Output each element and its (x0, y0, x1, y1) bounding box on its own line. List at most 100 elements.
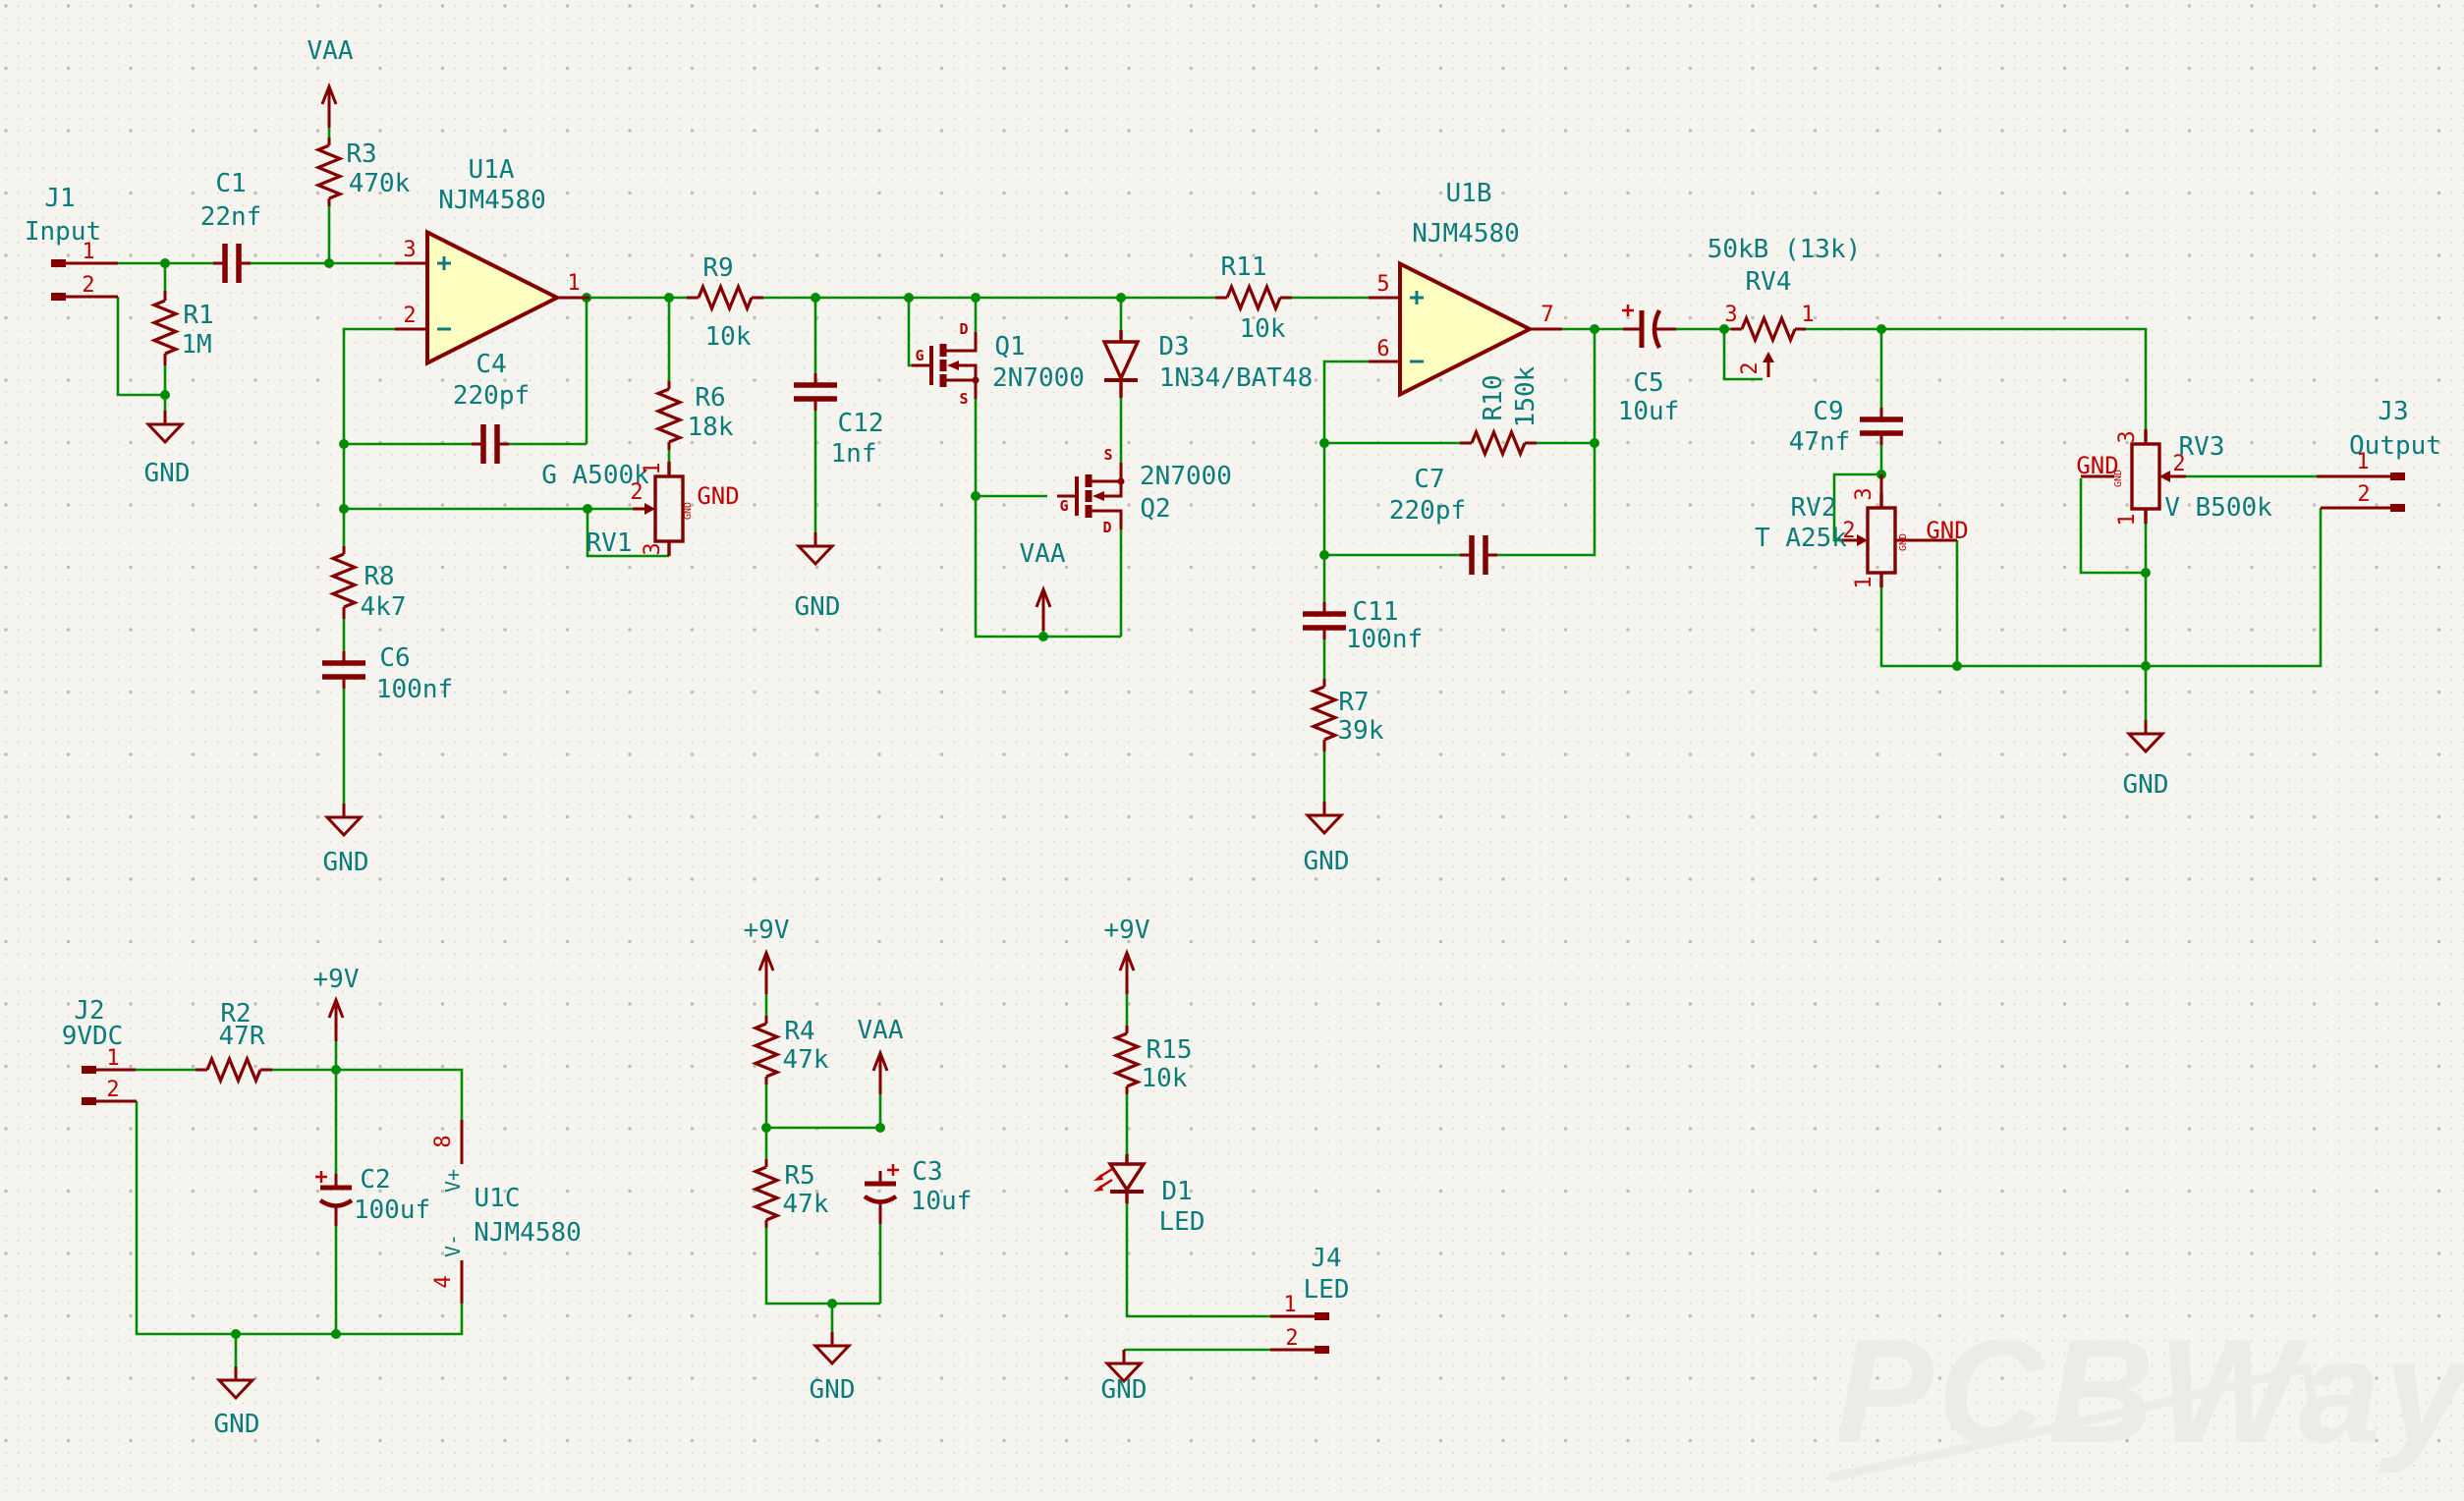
gnd-label: GND (144, 459, 191, 488)
power-vaa-bottom[interactable]: VAA (858, 1016, 904, 1096)
pin-rv3-2: 2 (2172, 452, 2185, 476)
component-q2[interactable]: S G D 2N7000 Q2 (1057, 446, 1232, 536)
gnd-symbol-r7[interactable]: GND (1304, 800, 1350, 876)
component-c9[interactable]: C9 47nf (1789, 397, 1903, 457)
label-c11-value: 100nf (1346, 625, 1423, 654)
component-c2[interactable]: C2 100uf (315, 1165, 430, 1226)
label-rv4-ref: RV4 (1746, 267, 1792, 297)
gnd-label: GND (1304, 847, 1350, 876)
label-r7-ref: R7 (1338, 688, 1369, 717)
pin-j3-1: 1 (2356, 450, 2369, 474)
power-9v-j2[interactable]: +9V (313, 965, 360, 1043)
gnd-symbol-c3[interactable]: GND (810, 1330, 856, 1405)
component-c1[interactable]: C1 22nf (200, 169, 262, 283)
component-r6[interactable]: R6 18k (656, 381, 734, 450)
power-vaa-top[interactable]: VAA (308, 36, 354, 130)
label-u1a-ref: U1A (469, 155, 515, 185)
label-r11-ref: R11 (1221, 252, 1267, 282)
pin-rv4-3: 3 (1724, 303, 1737, 327)
power-9v-r4[interactable]: +9V (744, 916, 790, 996)
label-r2-ref: R2 (220, 999, 251, 1028)
label-c7-value: 220pf (1389, 496, 1466, 526)
pin-j2-2: 2 (106, 1078, 119, 1102)
component-q1[interactable]: D G S Q1 2N7000 (912, 320, 1085, 408)
component-j4[interactable]: J4 LED 1 2 (1270, 1244, 1349, 1354)
label-r15-value: 10k (1142, 1064, 1188, 1093)
component-d1[interactable]: D1 LED (1093, 1154, 1204, 1237)
component-c3[interactable]: C3 10uf (863, 1157, 972, 1224)
component-c5[interactable]: C5 10uf (1618, 305, 1680, 426)
label-rv1-value: G A500k (541, 461, 649, 490)
component-u1b[interactable]: U1B NJM4580 5 6 7 (1369, 179, 1562, 397)
label-u1c-value: NJM4580 (474, 1218, 582, 1248)
gnd-symbol-bus[interactable]: GND (2123, 718, 2169, 800)
component-c11[interactable]: C11 100nf (1303, 597, 1423, 654)
component-c12[interactable]: C12 1nf (794, 373, 883, 469)
pin-u1c-8: 8 (431, 1135, 456, 1147)
pin-rv1-1: 1 (641, 462, 665, 474)
label-c12-value: 1nf (831, 439, 877, 469)
label-c5-ref: C5 (1633, 368, 1663, 398)
pin-j4-1: 1 (1283, 1293, 1296, 1317)
label-j1-ref: J1 (44, 184, 75, 213)
gnd-symbol-r1[interactable]: GND (144, 409, 191, 488)
rv4-wiper-arrow (1763, 352, 1774, 362)
gnd-symbol-c12[interactable]: GND (795, 530, 841, 622)
component-c4[interactable]: C4 220pf (453, 350, 530, 464)
label-d3-value: 1N34/BAT48 (1159, 363, 1314, 393)
label-r7-value: 39k (1338, 716, 1384, 746)
pin-u1b-5: 5 (1376, 272, 1389, 297)
netlabel-gnd-marks: GND (2113, 470, 2124, 487)
component-rv3[interactable]: RV3 V B500k 2 3 1 GND GND (2076, 427, 2272, 527)
gnd-symbol-j4[interactable]: GND (1101, 1348, 1148, 1405)
label-r4-ref: R4 (784, 1017, 814, 1046)
component-u1a[interactable]: U1A NJM4580 3 2 1 (395, 155, 589, 365)
component-rv4[interactable]: 50kB (13k) RV4 3 1 2 (1708, 235, 1862, 377)
label-r4-value: 47k (783, 1045, 829, 1075)
q1-gate-letter: G (915, 347, 924, 364)
watermark-swoosh (1828, 1362, 2318, 1482)
pin-u1a-3: 3 (403, 238, 416, 262)
component-r15[interactable]: R15 10k (1114, 1026, 1192, 1094)
component-r7[interactable]: R7 39k (1312, 679, 1384, 751)
power-9v-r15[interactable]: +9V (1104, 916, 1150, 996)
label-c4-value: 220pf (453, 381, 530, 411)
component-r4[interactable]: R4 47k (754, 1016, 829, 1084)
component-r11[interactable]: R11 10k (1215, 252, 1292, 344)
component-j1[interactable]: J1 Input 1 2 (25, 184, 118, 301)
component-c7[interactable]: C7 220pf (1389, 465, 1497, 575)
component-r3[interactable]: R3 470k (316, 138, 411, 206)
c5-plus-mark (1622, 305, 1634, 316)
gnd-symbol-j2[interactable]: GND (214, 1364, 260, 1439)
component-r8[interactable]: R8 4k7 (331, 546, 406, 622)
power-label: +9V (313, 965, 360, 994)
component-c6[interactable]: C6 100nf (322, 643, 453, 704)
component-r1[interactable]: R1 1M (152, 291, 214, 365)
component-rv2[interactable]: RV2 T A25k 2 3 1 GND GND (1755, 474, 1969, 589)
label-u1b-value: NJM4580 (1412, 219, 1520, 249)
pin-rv3-1: 1 (2115, 513, 2140, 526)
power-label: +9V (1104, 916, 1150, 945)
power-vaa-mid[interactable]: VAA (1020, 539, 1066, 633)
component-r5[interactable]: R5 47k (754, 1159, 829, 1228)
pin-rv2-1: 1 (1852, 576, 1876, 588)
component-rv1[interactable]: G A500k RV1 2 1 3 GND GND (541, 460, 740, 558)
q2-drain-letter: D (1102, 519, 1111, 536)
pin-u1b-7: 7 (1540, 303, 1553, 327)
component-j2[interactable]: J2 9VDC 1 2 (62, 996, 137, 1105)
component-u1c[interactable]: 8 4 V+ V- U1C NJM4580 (431, 1120, 582, 1304)
component-r10[interactable]: R10 150k (1460, 365, 1540, 456)
pin-rv4-1: 1 (1801, 303, 1814, 327)
label-c5-value: 10uf (1618, 397, 1680, 426)
component-j3[interactable]: J3 Output 1 2 (2317, 397, 2441, 512)
opamp-polarity-marks (1410, 291, 1424, 363)
label-j3-value: Output (2349, 431, 2441, 461)
u1c-vminus-label: V- (441, 1234, 465, 1257)
component-r9[interactable]: R9 10k (687, 253, 763, 352)
component-r2[interactable]: R2 47R (196, 999, 272, 1083)
gnd-symbol-c6[interactable]: GND (323, 802, 369, 877)
label-c2-ref: C2 (360, 1165, 390, 1195)
rv3-wiper-arrow (2159, 471, 2170, 482)
component-d3[interactable]: D3 1N34/BAT48 (1101, 330, 1314, 398)
